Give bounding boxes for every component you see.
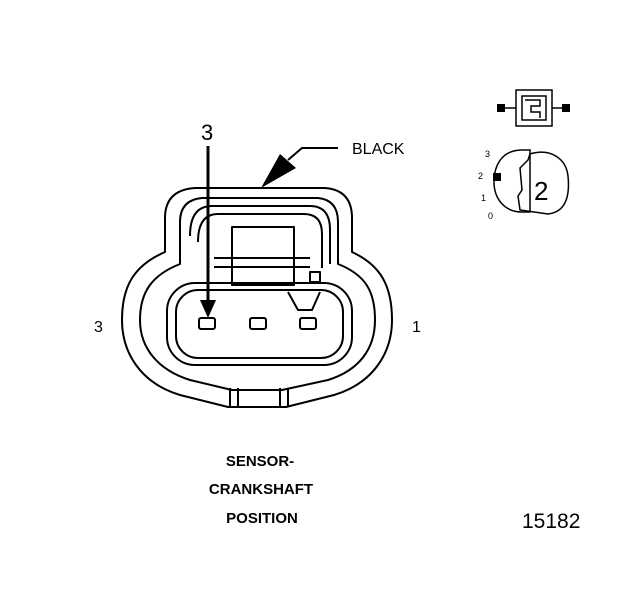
inset-rotary-view bbox=[493, 149, 570, 215]
inset-scale-3: 3 bbox=[485, 149, 491, 159]
pin-terminal-1 bbox=[299, 317, 317, 330]
pin-arrow-label: 3 bbox=[201, 120, 214, 145]
connector-outer-housing bbox=[121, 187, 393, 408]
left-pin-number: 3 bbox=[94, 319, 103, 336]
latch-outline bbox=[189, 205, 331, 264]
inset-side-view bbox=[500, 89, 568, 127]
inset-scale-2: 2 bbox=[478, 171, 484, 181]
pin-terminal-2 bbox=[249, 317, 267, 330]
inset-scale-0: 0 bbox=[488, 211, 494, 221]
inset-scale-1: 1 bbox=[481, 193, 487, 203]
title-line-2: CRANKSHAFT bbox=[208, 481, 314, 498]
lock-tab-notch bbox=[309, 271, 321, 283]
lock-tab bbox=[231, 226, 295, 286]
inset-side-lead-right bbox=[562, 104, 570, 112]
color-arrow-head bbox=[261, 154, 296, 188]
inset-rotary-marker bbox=[493, 173, 501, 181]
color-leader-line bbox=[287, 147, 338, 161]
right-pin-number: 1 bbox=[412, 319, 421, 336]
title-line-1: SENSOR- bbox=[225, 453, 295, 470]
pin-cavity-face bbox=[166, 282, 353, 366]
latch-outline-inner bbox=[197, 213, 323, 268]
title-line-3: POSITION bbox=[226, 510, 298, 527]
pin-cavity-face-inner bbox=[175, 289, 344, 359]
polarizing-key bbox=[287, 291, 321, 311]
connector-inner-rim bbox=[139, 197, 376, 391]
figure-id: 15182 bbox=[522, 510, 581, 533]
wire-color-label: BLACK bbox=[352, 141, 405, 158]
inset-position-number: 2 bbox=[534, 176, 549, 206]
pin-arrow-head bbox=[200, 300, 216, 318]
pin-terminal-3 bbox=[198, 317, 216, 330]
inset-side-lead-left bbox=[497, 104, 505, 112]
